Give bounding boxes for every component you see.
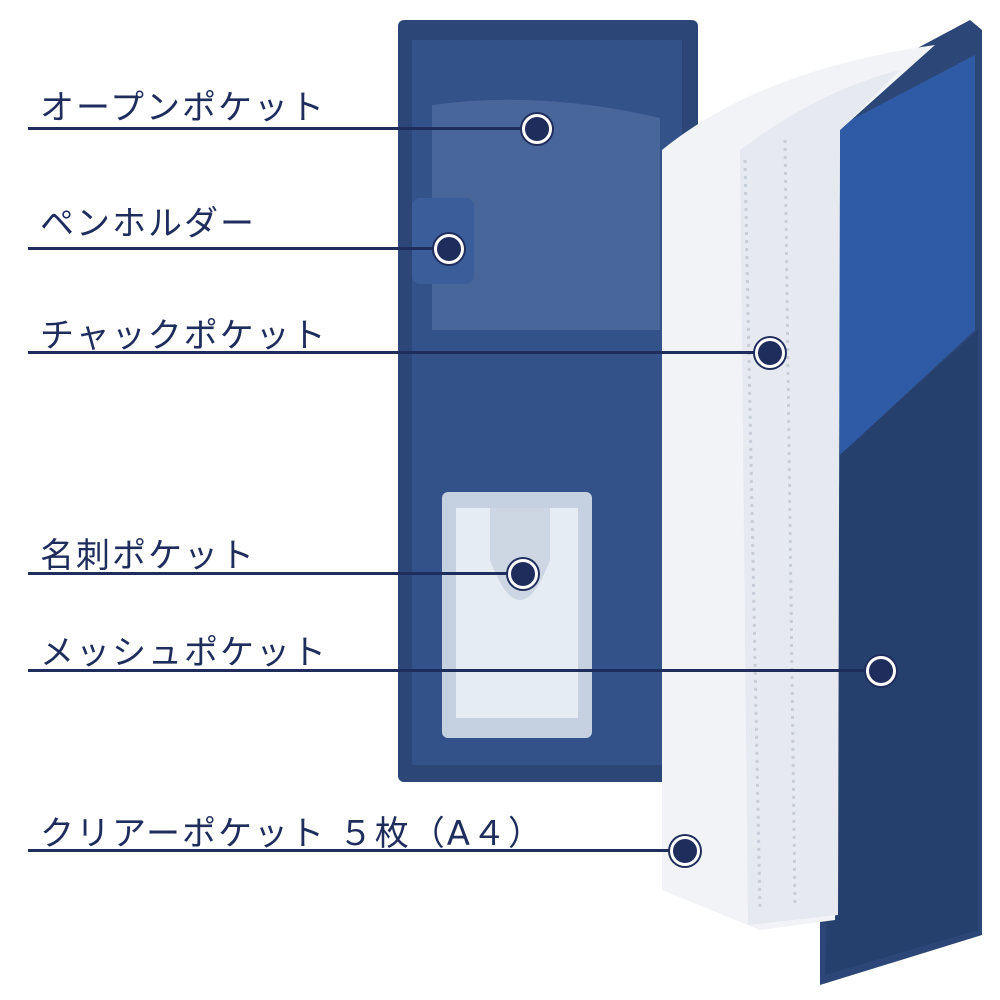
clipboard bbox=[832, 55, 975, 455]
mesh-pocket bbox=[825, 330, 978, 975]
callout-dot bbox=[866, 656, 896, 686]
callout-label-mesh-pocket: メッシュポケット bbox=[40, 633, 328, 673]
callout-label-open-pocket: オープンポケット bbox=[40, 88, 326, 128]
callout-line bbox=[28, 849, 684, 852]
callout-label-pen-holder: ペンホルダー bbox=[40, 204, 256, 244]
callout-label-zipper-pocket: チャックポケット bbox=[40, 316, 328, 356]
callout-label-card-pocket: 名刺ポケット bbox=[40, 536, 256, 576]
callout-dot bbox=[755, 338, 785, 368]
callout-line bbox=[28, 572, 522, 575]
callout-line bbox=[28, 351, 768, 354]
callout-dot bbox=[508, 559, 538, 589]
callout-dot bbox=[522, 114, 552, 144]
callout-line bbox=[28, 669, 880, 672]
callout-label-clear-pockets: クリアーポケット ５枚（A４） bbox=[40, 814, 545, 854]
callout-dot bbox=[434, 234, 464, 264]
callout-dot bbox=[670, 836, 700, 866]
callout-line bbox=[28, 247, 448, 250]
open-pocket bbox=[432, 99, 660, 330]
callout-line bbox=[28, 127, 536, 130]
